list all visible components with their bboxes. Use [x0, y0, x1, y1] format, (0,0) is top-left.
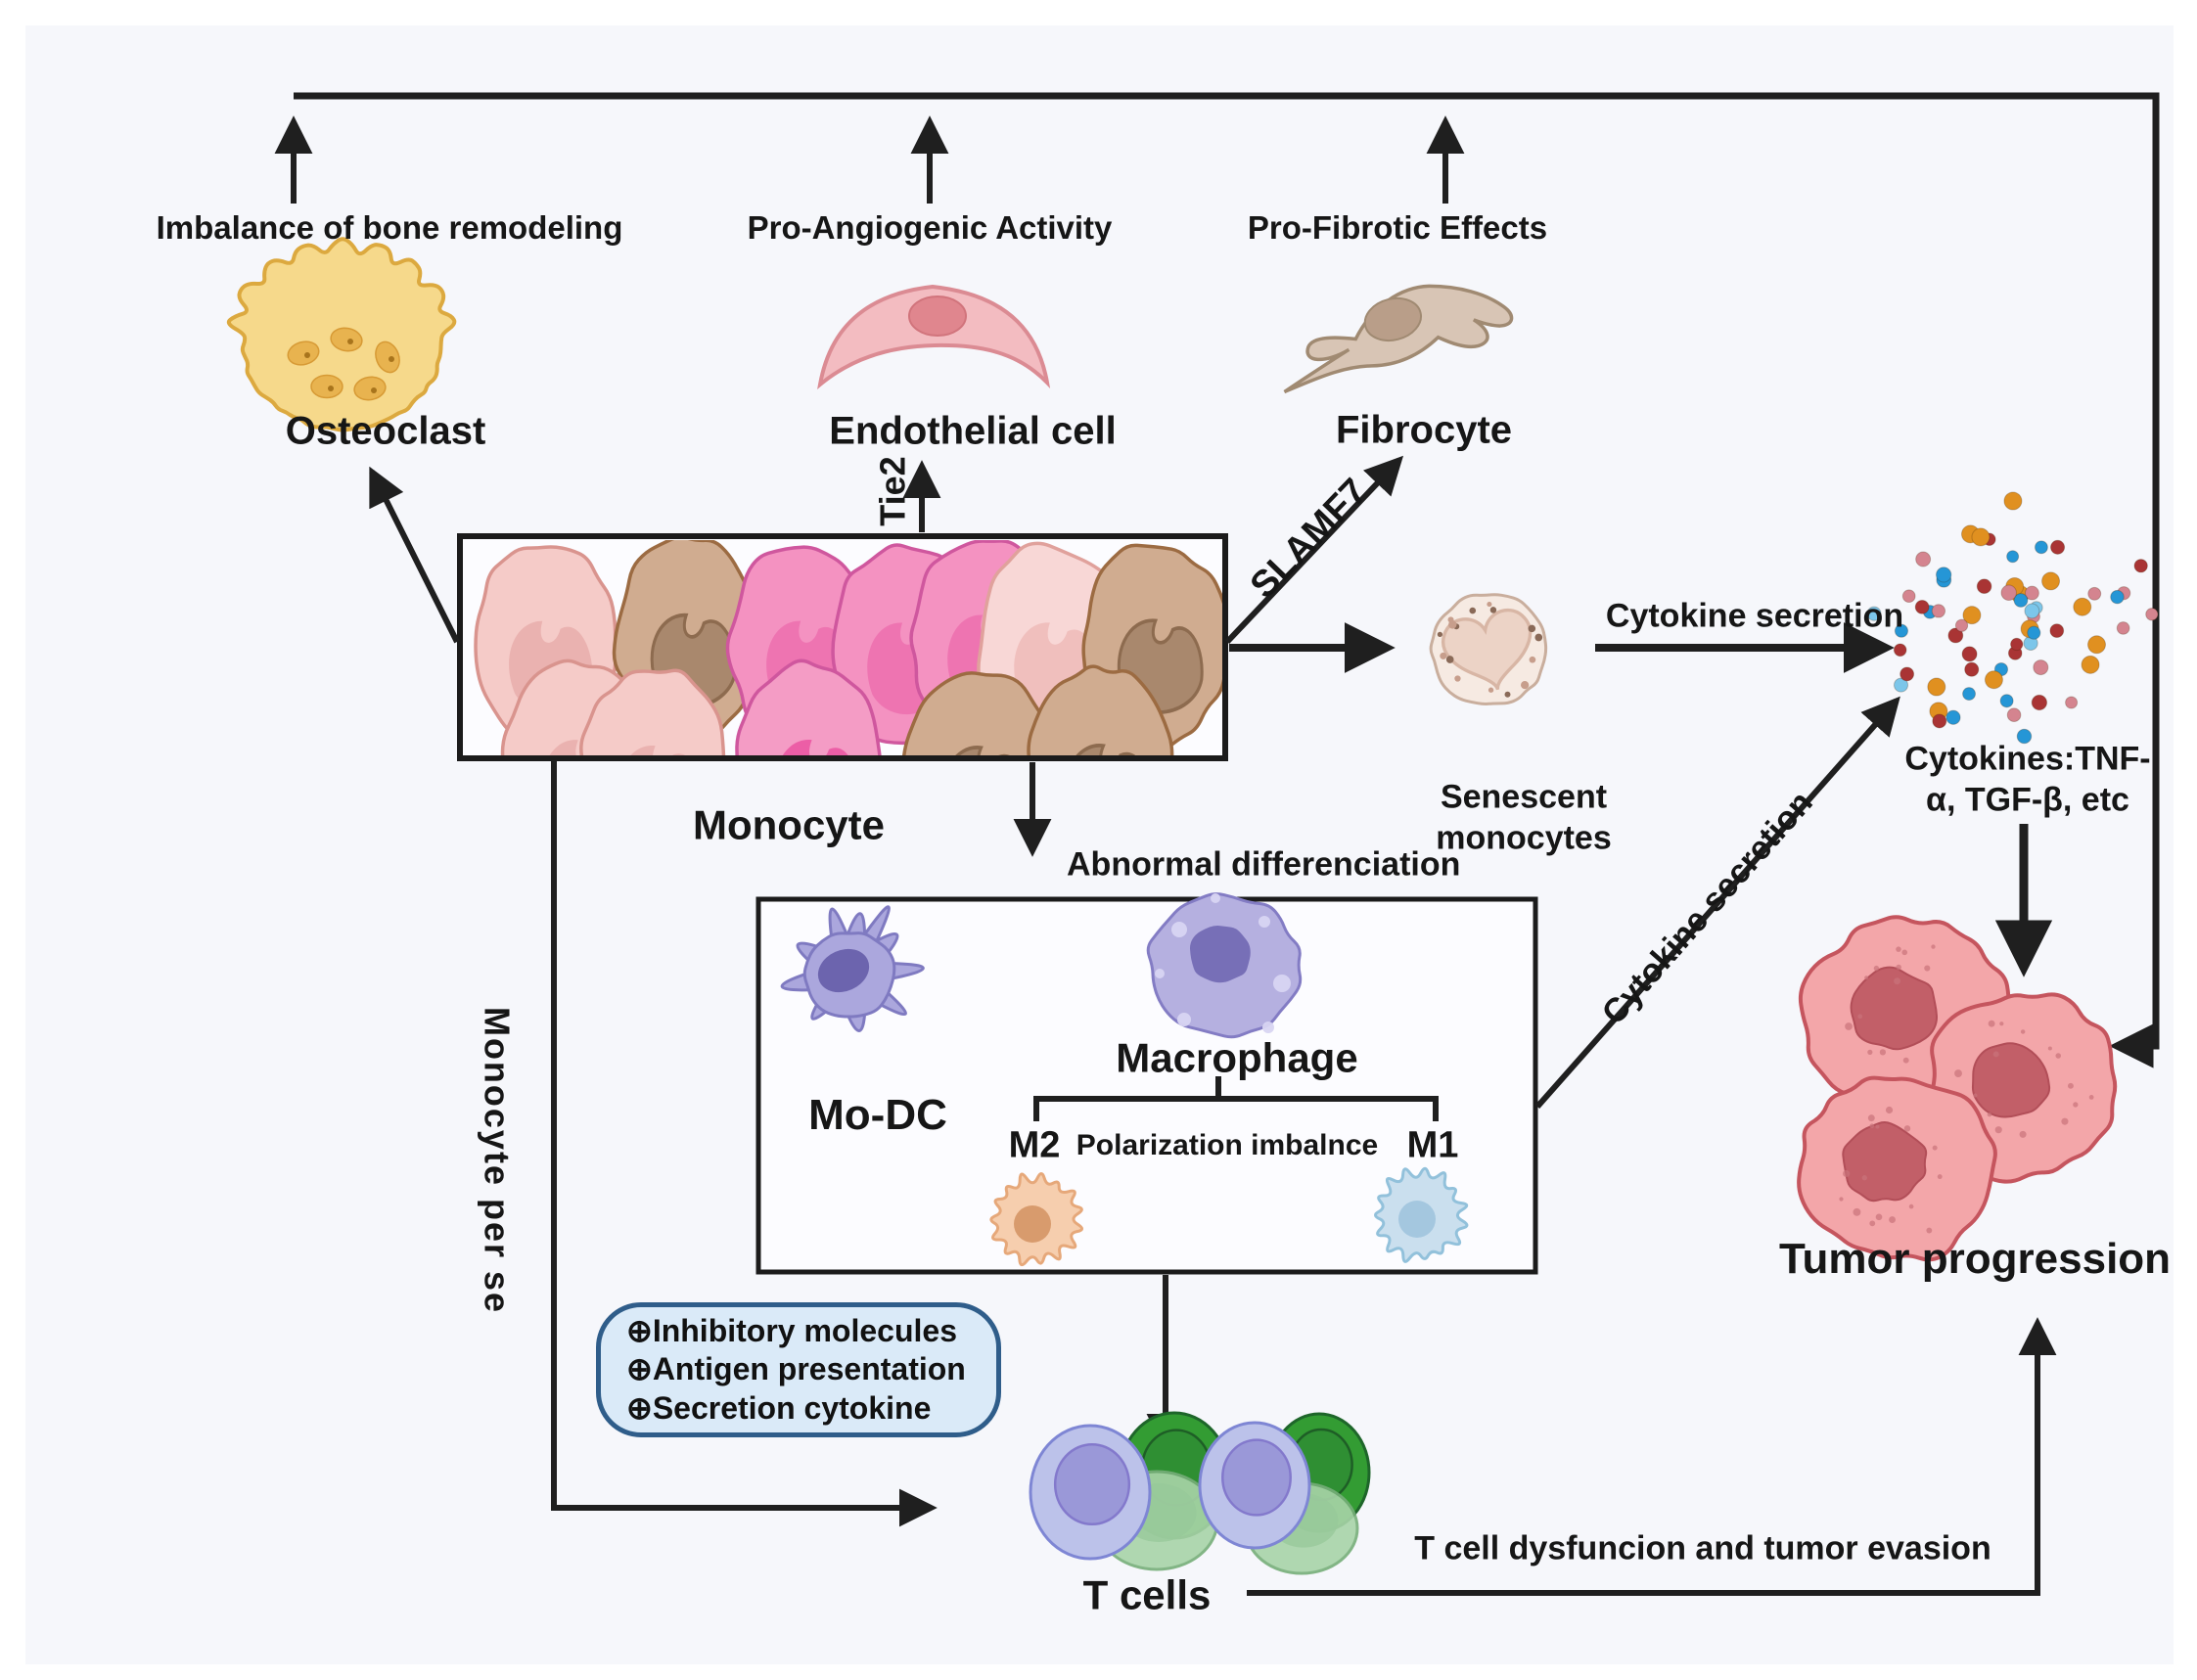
t-cell-cluster-icon	[1029, 1411, 1371, 1575]
label-polarization-imbalance: Polarization imbalnce	[1076, 1128, 1379, 1161]
inhibition-item-cytokine: ⊕Secretion cytokine	[626, 1389, 932, 1426]
label-tumor-progression: Tumor progression	[1778, 1235, 2172, 1284]
label-monocyte: Monocyte	[692, 801, 886, 848]
macrophage-cell-icon	[1146, 892, 1303, 1039]
arrow-monocyte-per-se	[551, 760, 938, 1527]
label-t-cells: T cells	[1082, 1571, 1212, 1618]
label-senescent-line1: Senescent	[1440, 778, 1608, 816]
tumor-cells-icon	[1797, 915, 2118, 1262]
label-endothelial-cell: Endothelial cell	[829, 409, 1117, 453]
arrow-to-osteoclast	[369, 466, 460, 644]
osteoclast-cell-icon	[226, 237, 457, 432]
inhibition-effects-box: ⊕Inhibitory molecules ⊕Antigen presentat…	[596, 1302, 1001, 1437]
label-pro-fibrotic: Pro-Fibrotic Effects	[1247, 209, 1548, 247]
monocyte-cluster-icon	[474, 540, 1222, 755]
label-cytokine-secretion: Cytokine secretion	[1605, 597, 1904, 635]
label-abnormal-differentiation: Abnormal differenciation	[1067, 845, 1461, 884]
m2-macrophage-icon	[989, 1172, 1084, 1267]
inhibition-item-antigen: ⊕Antigen presentation	[626, 1351, 966, 1387]
label-osteoclast: Osteoclast	[285, 409, 486, 453]
label-cytokines-line1: Cytokines:TNF-	[1904, 740, 2151, 778]
feedback-loop-arrow	[294, 92, 2160, 1068]
polarization-bracket	[1033, 1076, 1439, 1121]
label-pro-angiogenic: Pro-Angiogenic Activity	[747, 209, 1113, 247]
inhibition-item-molecules: ⊕Inhibitory molecules	[626, 1313, 957, 1349]
arrow-slamf7	[1224, 455, 1404, 645]
label-macrophage: Macrophage	[1116, 1034, 1358, 1081]
label-mo-dc: Mo-DC	[808, 1091, 947, 1140]
label-imbalance-bone-remodeling: Imbalance of bone remodeling	[156, 209, 623, 247]
endothelial-cell-icon	[817, 284, 1051, 390]
cytokine-dots-icon	[1866, 491, 2159, 745]
label-fibrocyte: Fibrocyte	[1335, 408, 1513, 452]
label-cytokines-line2: α, TGF-β, etc	[1926, 781, 2129, 819]
m1-macrophage-icon	[1374, 1166, 1469, 1263]
label-tcell-dysfunction: T cell dysfuncion and tumor evasion	[1414, 1529, 1991, 1567]
arrow-tcells-to-tumor	[1247, 1317, 2057, 1596]
dendritic-cell-icon	[780, 905, 925, 1032]
fibrocyte-cell-icon	[1283, 284, 1514, 394]
label-m2: M2	[1008, 1124, 1061, 1166]
label-tie2: Tie2	[872, 456, 913, 526]
senescent-monocyte-icon	[1429, 593, 1548, 705]
label-senescent-line2: monocytes	[1436, 819, 1612, 857]
arrow-cytokine-secretion-diagonal	[1534, 696, 1900, 1109]
label-monocyte-per-se: Monocyte per se	[477, 1006, 518, 1315]
label-m1: M1	[1406, 1124, 1459, 1166]
